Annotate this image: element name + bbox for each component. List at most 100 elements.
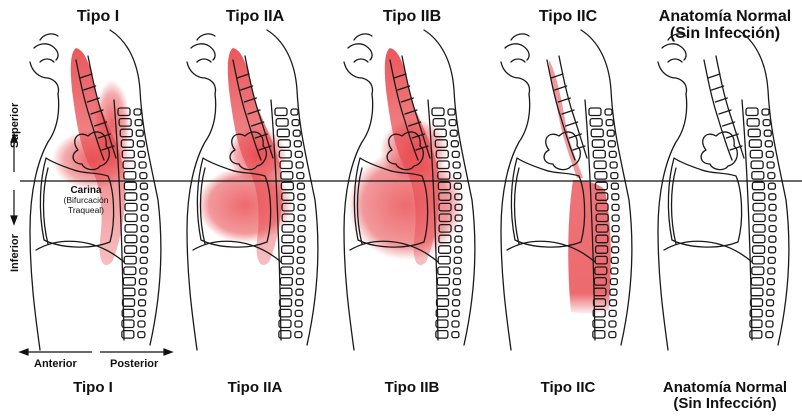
spinous-process [292,120,299,126]
spinous-process [762,109,769,115]
vertebra [275,108,287,116]
spinous-process [609,151,616,157]
vertebra [752,172,764,180]
bottom-label-normal-sub: (Sin Infección) [650,396,800,412]
spinous-process [769,215,776,221]
spinous-process [136,130,143,136]
spinous-process [452,310,459,316]
spinous-process [295,332,302,338]
vertebra [125,214,137,222]
spinous-process [298,226,305,232]
spinous-process [139,289,146,295]
vertebra [753,214,765,222]
spinous-process [764,130,771,136]
spinous-process [141,226,148,232]
spinous-process [766,321,773,327]
face-profile [662,34,686,62]
chin [658,62,687,94]
thoracic-cavity [668,158,741,247]
anatomy-panel [187,30,318,350]
anterior-posterior-axis [20,349,172,355]
spinous-process [768,173,775,179]
spinous-process [763,120,770,126]
heart [544,132,580,170]
spinous-process [768,268,775,274]
vertebra [748,129,760,137]
face-profile [505,34,529,62]
vertebra [280,299,292,307]
spinous-process [296,300,303,306]
spinous-process [297,173,304,179]
spinous-process [138,321,145,327]
vertebra [752,256,764,264]
spinous-process [141,194,148,200]
vertebra [751,288,763,296]
infection-overlay [549,60,611,313]
bottom-label-normal: Anatomía Normal (Sin Infección) [650,380,800,412]
chin [501,62,530,94]
vertebra [751,299,763,307]
vertebra [746,108,758,116]
spinous-process [765,141,772,147]
anatomy-outline [501,30,632,350]
carina-label: Carina (Bifurcación Traqueal) [50,185,122,215]
infection-overlay [52,48,132,265]
spinous-process [454,268,461,274]
spinous-process [766,310,773,316]
spinous-process [295,151,302,157]
spinous-process [768,257,775,263]
pleura [515,168,520,244]
chin [187,62,216,94]
vertebra [751,161,763,169]
spinous-process [452,151,459,157]
spinous-process [141,236,148,242]
spinous-process [140,268,147,274]
spinous-process [140,257,147,263]
vertebra [124,256,136,264]
vertebra [280,288,292,296]
vertebra [747,119,759,127]
spinous-process [298,215,305,221]
spinous-process [139,279,146,285]
pleura [44,168,49,244]
spinous-process [297,268,304,274]
vertebra [753,225,765,233]
spinous-process [295,310,302,316]
bottom-label-normal-main: Anatomía Normal [650,380,800,396]
spinous-process [298,247,305,253]
spinous-process [611,183,618,189]
vertebra [276,119,288,127]
spinous-process [612,194,619,200]
spinous-process [296,279,303,285]
spinous-process [769,194,776,200]
spinous-process [767,300,774,306]
spinous-process [605,109,612,115]
superior-label: Superior [9,103,21,148]
bottom-label-tipo-iic: Tipo IIC [518,380,618,396]
spinous-process [137,141,144,147]
trachea-ring [712,86,724,90]
vertebra [124,267,136,275]
vertebra [281,172,293,180]
face-profile [34,34,58,62]
vertebra [282,235,294,243]
vertebra [590,119,602,127]
spinous-process [293,130,300,136]
vertebra [125,193,137,201]
vertebra [123,299,135,307]
spinous-process [134,109,141,115]
spinous-process [612,204,619,210]
spinous-process [767,162,774,168]
spinous-process [139,162,146,168]
vertebra [753,193,765,201]
spinous-process [612,247,619,253]
vertebra [594,161,606,169]
spinous-process [451,141,458,147]
vertebra [753,246,765,254]
spinous-process [611,173,618,179]
vertebra [277,129,289,137]
vertebra [753,203,765,211]
face-profile [348,34,372,62]
diaphragm [664,241,752,262]
